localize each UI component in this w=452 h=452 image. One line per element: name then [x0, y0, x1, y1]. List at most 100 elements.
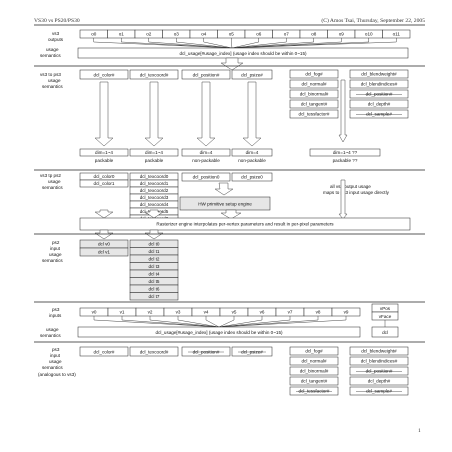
- label-usage-semantics-ps3: usage semantics: [40, 327, 61, 338]
- ps2-dcl_texcoord1-text: dcl_texcoord1: [140, 181, 169, 186]
- ps3-col2-1-text: dcl_blendindices#: [361, 359, 398, 364]
- vface-register-text: vFace: [379, 314, 392, 319]
- vs3-col2-0: [349, 69, 409, 79]
- ps3-dcl-texcoord: [129, 346, 179, 357]
- down-arrow-usage: [220, 57, 244, 71]
- vs-output-o2-text: o2: [146, 32, 152, 37]
- vs3-col2-1: [349, 79, 409, 89]
- ps2-input-dcl-t7-text: dcl t7: [149, 294, 160, 299]
- arrow-color-pack: [94, 81, 114, 147]
- ps3-col2-4-text: dcl_sample#: [366, 389, 392, 394]
- ps2-input-dcl-t7: [129, 292, 179, 301]
- vs3-col2-0-text: dcl_blendweight#: [361, 72, 397, 77]
- ps3-col2-4: [349, 386, 409, 396]
- vs-output-fan-o11: [231, 41, 397, 49]
- packing-type-1: packable: [145, 158, 164, 163]
- vs-output-o6-text: o6: [256, 32, 262, 37]
- vs-output-fan-o3: [176, 41, 233, 49]
- ps2-input-dcl-v1-text: dcl v1: [98, 250, 110, 255]
- ps3-col2-2-text: dcl_position#: [366, 369, 393, 374]
- arrow-other-pack: [338, 79, 348, 143]
- vs-output-fan-o5: [231, 41, 233, 49]
- rasterizer-engine: [79, 217, 411, 231]
- ps-input-fan-v6: [218, 319, 263, 328]
- ps2-input-dcl-t0-text: dcl t0: [149, 241, 160, 246]
- ps-input-v1-text: v1: [120, 310, 125, 315]
- ps2-dcl_texcoord4-text: dcl_texcoord4: [140, 202, 169, 207]
- arrow-color-raster: [94, 209, 114, 219]
- ps-input-v2-text: v2: [148, 310, 153, 315]
- vs3-col2-3: [349, 99, 409, 109]
- vs-output-fan-o0: [93, 41, 233, 49]
- ps3-col1-4: [289, 386, 339, 396]
- ps-input-fan-v8: [218, 319, 319, 328]
- ps-input-fan-v0: [93, 319, 220, 328]
- ps3-dcl-color: [79, 346, 129, 357]
- label-ps2-input: ps2 input usage semantics: [42, 240, 63, 263]
- packing-info: dim=1~4packabledim=1~4packabledim=4non-p…: [79, 148, 381, 163]
- ps3-col2-3-text: dcl_depth#: [368, 379, 391, 384]
- ps-input-fan-v2: [149, 319, 220, 328]
- rasterizer-engine-text: Rasterizer engine interpolates per-verte…: [156, 222, 334, 227]
- vs-output-fan-o7: [231, 41, 287, 49]
- usage-bar-vs3-text: dcl_usage[#usage_index] (usage index sho…: [179, 51, 307, 56]
- packing-dim-0: [79, 148, 129, 157]
- ps2-dcl_color0-text: dcl_color0: [94, 174, 115, 179]
- vs-output-fan-o2: [148, 41, 233, 49]
- vs3-col1-1-text: dcl_normal#: [301, 82, 326, 87]
- dcl-single-text: dcl: [382, 330, 388, 335]
- packing-dim-0-text: dim=1~4: [95, 150, 113, 155]
- packing-type-4: packable ??: [333, 158, 358, 163]
- ps-input-v7-text: v7: [288, 310, 293, 315]
- vs3-col1-0: [289, 69, 339, 79]
- vs3-col2-1-text: dcl_blendindices#: [361, 82, 398, 87]
- arrow-position-pack: [196, 81, 216, 147]
- ps3-col2-2: [349, 366, 409, 376]
- ps2-dcl-position0: [181, 172, 231, 182]
- label-vs3-to-ps2: vs3 tp ps2 usage semantics: [40, 173, 63, 190]
- ps2-input-dcl-t1-text: dcl t1: [149, 249, 160, 254]
- usage-bar-ps3: [77, 326, 361, 338]
- ps3-other-usages: dcl_fog#dcl_normal#dcl_binormal#dcl_tang…: [289, 346, 409, 396]
- vs-output-fan-o1: [121, 41, 233, 49]
- ps2-dcl_texcoord0-text: dcl_texcoord0: [140, 174, 169, 179]
- ps-input-fan-v7: [218, 319, 291, 328]
- vs-output-o0-text: o0: [91, 32, 97, 37]
- page-number: 1: [418, 428, 421, 434]
- vs3-col1-3-text: dcl_tangent#: [301, 102, 328, 107]
- ps3-col1-4-text: dcl_tessfactor#: [299, 389, 330, 394]
- label-usage-semantics: usage semantics: [40, 47, 61, 58]
- vs3-dcl-texcoord-text: dcl_texcoord#: [140, 72, 169, 77]
- vs3-dcl-psize: [231, 69, 273, 80]
- ps3-col1-3-text: dcl_tangent#: [301, 379, 328, 384]
- dcl-single: [371, 326, 399, 338]
- vs3-col2-2: [349, 89, 409, 99]
- vs3-col1-4: [289, 109, 339, 119]
- vs-output-fan-o6: [231, 41, 259, 49]
- vs-output-fan-o4: [203, 41, 233, 49]
- rasterizer-input-arrows: [94, 179, 348, 220]
- packing-type-3: non-packable: [238, 158, 266, 163]
- vs3-other-usages: dcl_fog#dcl_normal#dcl_binormal#dcl_tang…: [289, 69, 409, 119]
- arrow-raster-to-v: [94, 229, 114, 240]
- arrow-hw-raster: [220, 209, 242, 220]
- ps-input-fan-v4: [205, 319, 220, 328]
- label-ps3-input-usage: ps3 input usage semantics (analogous to …: [38, 347, 76, 377]
- vs-output-o5-text: o5: [229, 32, 235, 37]
- ps2-input-dcl-t5-text: dcl t5: [149, 279, 160, 284]
- vs-output-o3-text: o3: [174, 32, 180, 37]
- vpos-register-text: vPos: [380, 306, 391, 311]
- ps3-dcl-texcoord-text: dcl_texcoord#: [140, 349, 169, 354]
- ps-input-fan-v1: [121, 319, 220, 328]
- arrow-raster-to-t: [144, 229, 164, 240]
- ps3-col2-0: [349, 346, 409, 356]
- vs-output-o1-text: o1: [119, 32, 125, 37]
- ps-input-v8-text: v8: [316, 310, 321, 315]
- ps-input-fan-v3: [177, 319, 220, 328]
- ps2-input-dcl-t4-text: dcl t4: [149, 271, 160, 276]
- direct-mapping-note: all vs3 output usage maps to ps3 input u…: [323, 184, 390, 195]
